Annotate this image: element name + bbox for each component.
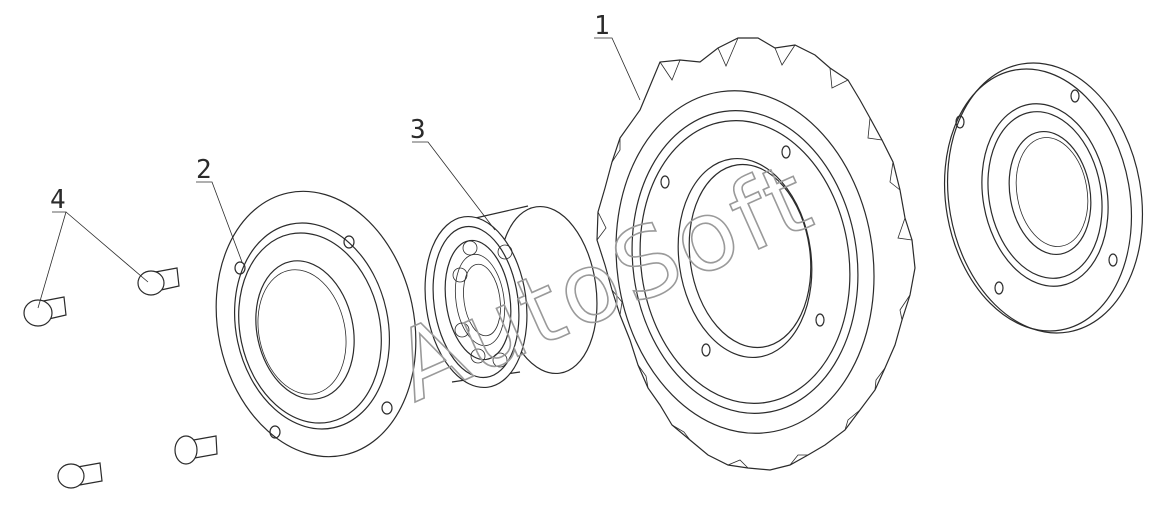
callout-1: 1: [594, 11, 610, 41]
rivet: [57, 462, 103, 489]
rivet: [174, 435, 218, 465]
right-cover-flange: [943, 62, 1144, 334]
sprocket: [596, 37, 916, 471]
left-cover-flange: [215, 190, 417, 458]
callout-4: 4: [50, 185, 66, 215]
rivet: [137, 267, 180, 296]
callout-3: 3: [410, 115, 426, 145]
rivets: [23, 267, 218, 489]
leader-lines: [37, 37, 641, 309]
callout-2: 2: [196, 155, 212, 185]
ball-bearing: [424, 205, 598, 389]
rivet: [23, 296, 67, 327]
